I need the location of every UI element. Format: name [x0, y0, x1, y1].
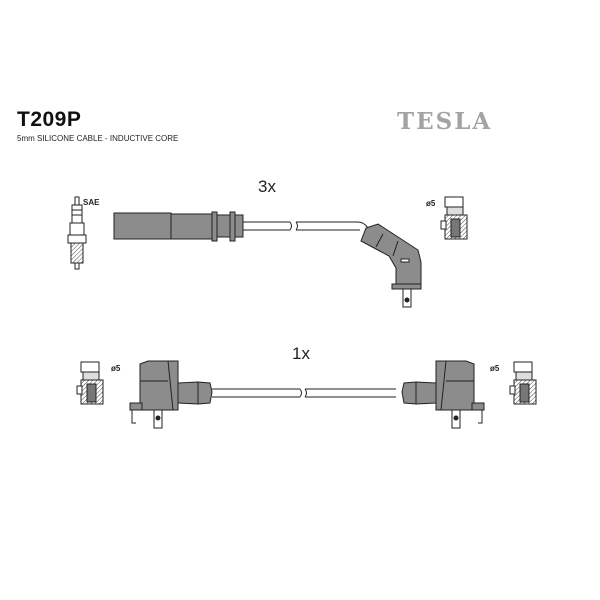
angled-coil-boot [360, 223, 422, 308]
right-terminal-diameter-label: ø5 [490, 364, 500, 373]
terminal-icon [76, 361, 104, 405]
part-number-title: T209P [17, 108, 82, 131]
cable-description: 5mm SILICONE CABLE - INDUCTIVE CORE [17, 134, 179, 143]
plug-type-label: SAE [83, 198, 100, 207]
terminal-diameter-label: ø5 [426, 199, 436, 208]
spark-plug-icon [67, 196, 87, 270]
straight-spark-plug-boot [113, 211, 244, 242]
terminal-icon [509, 361, 537, 405]
terminal-icon [440, 196, 468, 240]
top-cable-quantity: 3x [258, 177, 276, 196]
brand-logo: TESLA [397, 108, 493, 135]
cable-bottom [212, 388, 396, 398]
coil-boot-left [129, 360, 213, 429]
cable-top [243, 221, 369, 231]
left-terminal-diameter-label: ø5 [111, 364, 121, 373]
coil-boot-right [401, 360, 485, 429]
bottom-cable-quantity: 1x [292, 344, 310, 363]
